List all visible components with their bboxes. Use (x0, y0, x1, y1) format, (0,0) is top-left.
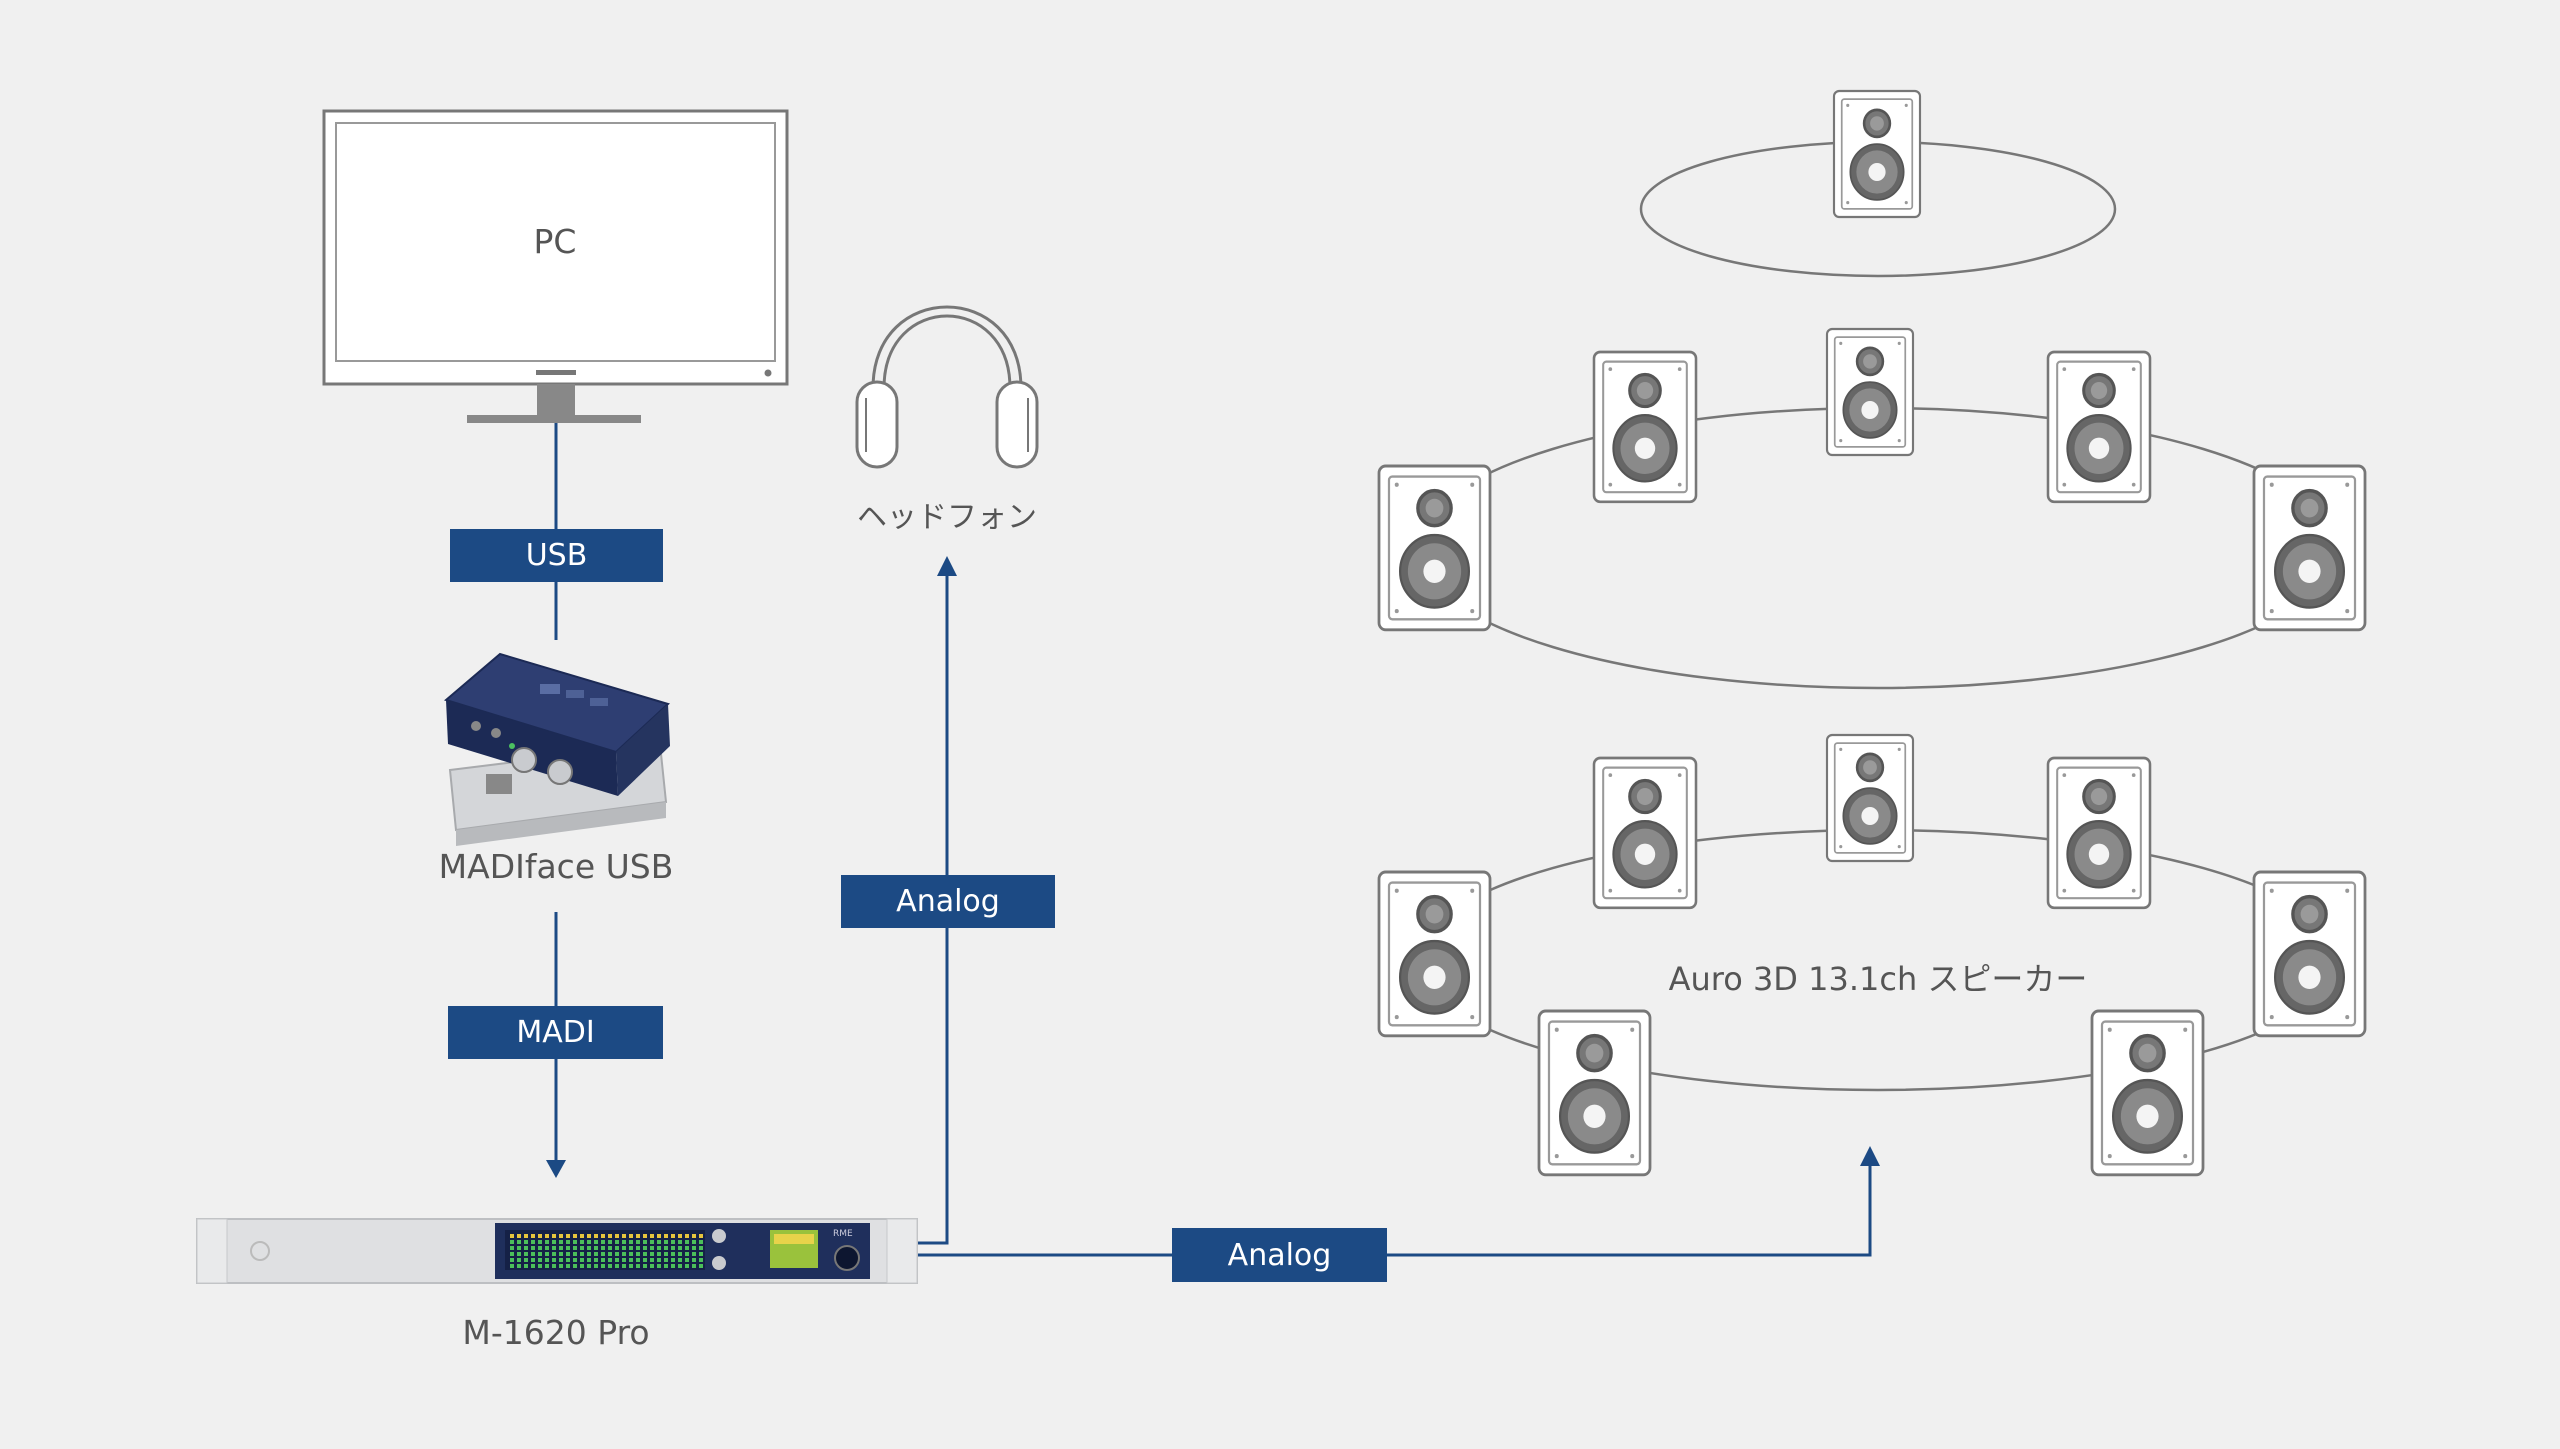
m1620-label: M-1620 Pro (462, 1313, 650, 1352)
pc-monitor-icon (322, 109, 789, 423)
speaker-icon (1377, 464, 1492, 632)
madi-label: MADI (448, 1006, 663, 1059)
speaker-icon (2090, 1009, 2205, 1177)
speaker-icon (1825, 733, 1915, 863)
speaker-array-label: Auro 3D 13.1ch スピーカー (1668, 960, 2088, 998)
headphone-cable (918, 572, 949, 1245)
speaker-icon (2046, 350, 2152, 504)
speaker-icon (2252, 870, 2367, 1038)
analog-speaker-label: Analog (1172, 1228, 1387, 1282)
svg-text:RME: RME (833, 1229, 853, 1239)
speaker-icon (1592, 350, 1698, 504)
speaker-icon (1825, 327, 1915, 457)
speaker-icon (1592, 756, 1698, 910)
m1620-pro-rack-unit-icon: RME (196, 1218, 918, 1284)
madiface-label: MADIface USB (438, 847, 674, 886)
madiface-usb-device-icon (443, 652, 670, 846)
speaker-arrow-head (1860, 1146, 1880, 1166)
level-meters-icon (510, 1234, 703, 1268)
usb-label: USB (450, 529, 663, 582)
speaker-cable (918, 1162, 1872, 1257)
speaker-icon (1832, 89, 1922, 219)
analog-headphone-label: Analog (841, 875, 1055, 928)
headphone-label: ヘッドフォン (857, 500, 1037, 535)
speaker-icon (1537, 1009, 1652, 1177)
headphones-icon (855, 305, 1039, 469)
speaker-icon (2252, 464, 2367, 632)
headphone-arrow-head (937, 556, 957, 576)
madi-arrow-head (546, 1160, 566, 1178)
pc-label: PC (533, 222, 577, 261)
speaker-icon (2046, 756, 2152, 910)
speaker-icon (1377, 870, 1492, 1038)
